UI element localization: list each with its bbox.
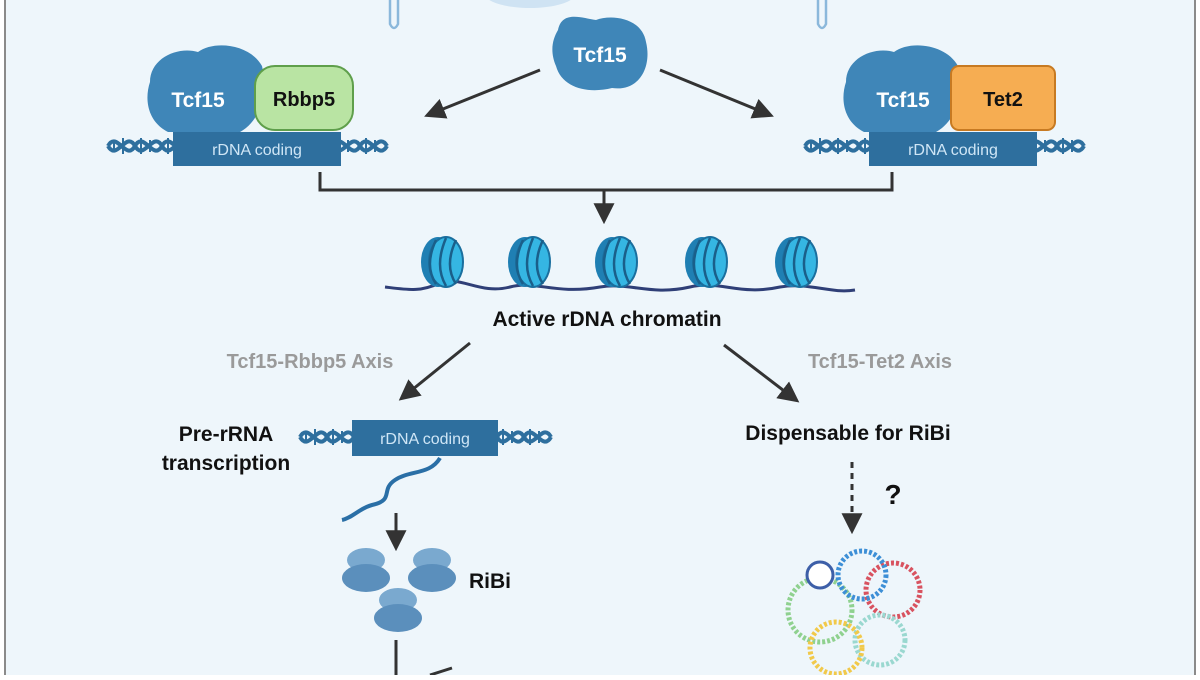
rna-structure-icon — [785, 548, 923, 677]
arrow-to-right-branch — [723, 343, 800, 403]
tet2-label: Tet2 — [983, 89, 1023, 111]
nucleosome-icon — [593, 235, 639, 289]
rdna-coding-label-transcription: rDNA coding — [380, 431, 470, 448]
ribosome-icon — [374, 588, 422, 632]
rna-strand-icon — [341, 456, 442, 522]
ribi-label: RiBi — [469, 570, 511, 593]
left-complex: Tcf15 Rbbp5 rDNA coding — [106, 45, 389, 166]
dispensable-for-ribi-label: Dispensable for RiBi — [745, 422, 950, 445]
arrow-to-left-branch — [398, 341, 471, 401]
rdna-coding-box-right — [869, 132, 1037, 166]
arrow-to-right-complex — [659, 68, 774, 119]
nucleosome-icon — [419, 235, 465, 289]
chromatin-fiber — [384, 235, 856, 293]
active-rdna-chromatin-label: Active rDNA chromatin — [492, 308, 721, 331]
left-branch: Pre-rRNA transcription rDNA coding RiBi — [162, 420, 553, 677]
right-complex: Tcf15 Tet2 rDNA coding — [803, 45, 1086, 166]
question-mark: ? — [884, 479, 901, 510]
tcf15-tet2-axis-label: Tcf15-Tet2 Axis — [808, 351, 952, 373]
pre-rrna-label: Pre-rRNA — [179, 423, 274, 446]
rbbp5-label: Rbbp5 — [273, 89, 335, 111]
rdna-coding-label-left: rDNA coding — [212, 142, 302, 159]
nucleosome-icon — [773, 235, 819, 289]
tcf15-right-protein — [843, 45, 961, 132]
rdna-coding-box-left — [173, 132, 341, 166]
nucleosome-icon — [506, 235, 552, 289]
arrow-to-left-complex — [424, 68, 541, 119]
rbbp5-protein — [254, 65, 354, 131]
tcf15-rbbp5-axis-label: Tcf15-Rbbp5 Axis — [227, 351, 394, 373]
tcf15-top-label: Tcf15 — [573, 44, 627, 67]
tcf15-right-label: Tcf15 — [876, 89, 930, 112]
ribosome-icon — [342, 548, 390, 592]
nucleosome-icon — [683, 235, 729, 289]
tcf15-left-protein — [147, 45, 265, 132]
tcf15-left-label: Tcf15 — [171, 89, 225, 112]
arrow-continuation-side — [429, 666, 453, 677]
rdna-coding-label-right: rDNA coding — [908, 142, 998, 159]
transcription-label: transcription — [162, 452, 290, 475]
tcf15-top-protein: Tcf15 — [552, 16, 648, 91]
top-cell-graphic — [388, 0, 828, 30]
tet2-protein — [950, 65, 1056, 131]
right-branch: Dispensable for RiBi ? — [745, 422, 951, 677]
ribosome-icon — [408, 548, 456, 592]
merge-bracket — [318, 172, 894, 192]
rdna-coding-box-transcription — [352, 420, 498, 456]
